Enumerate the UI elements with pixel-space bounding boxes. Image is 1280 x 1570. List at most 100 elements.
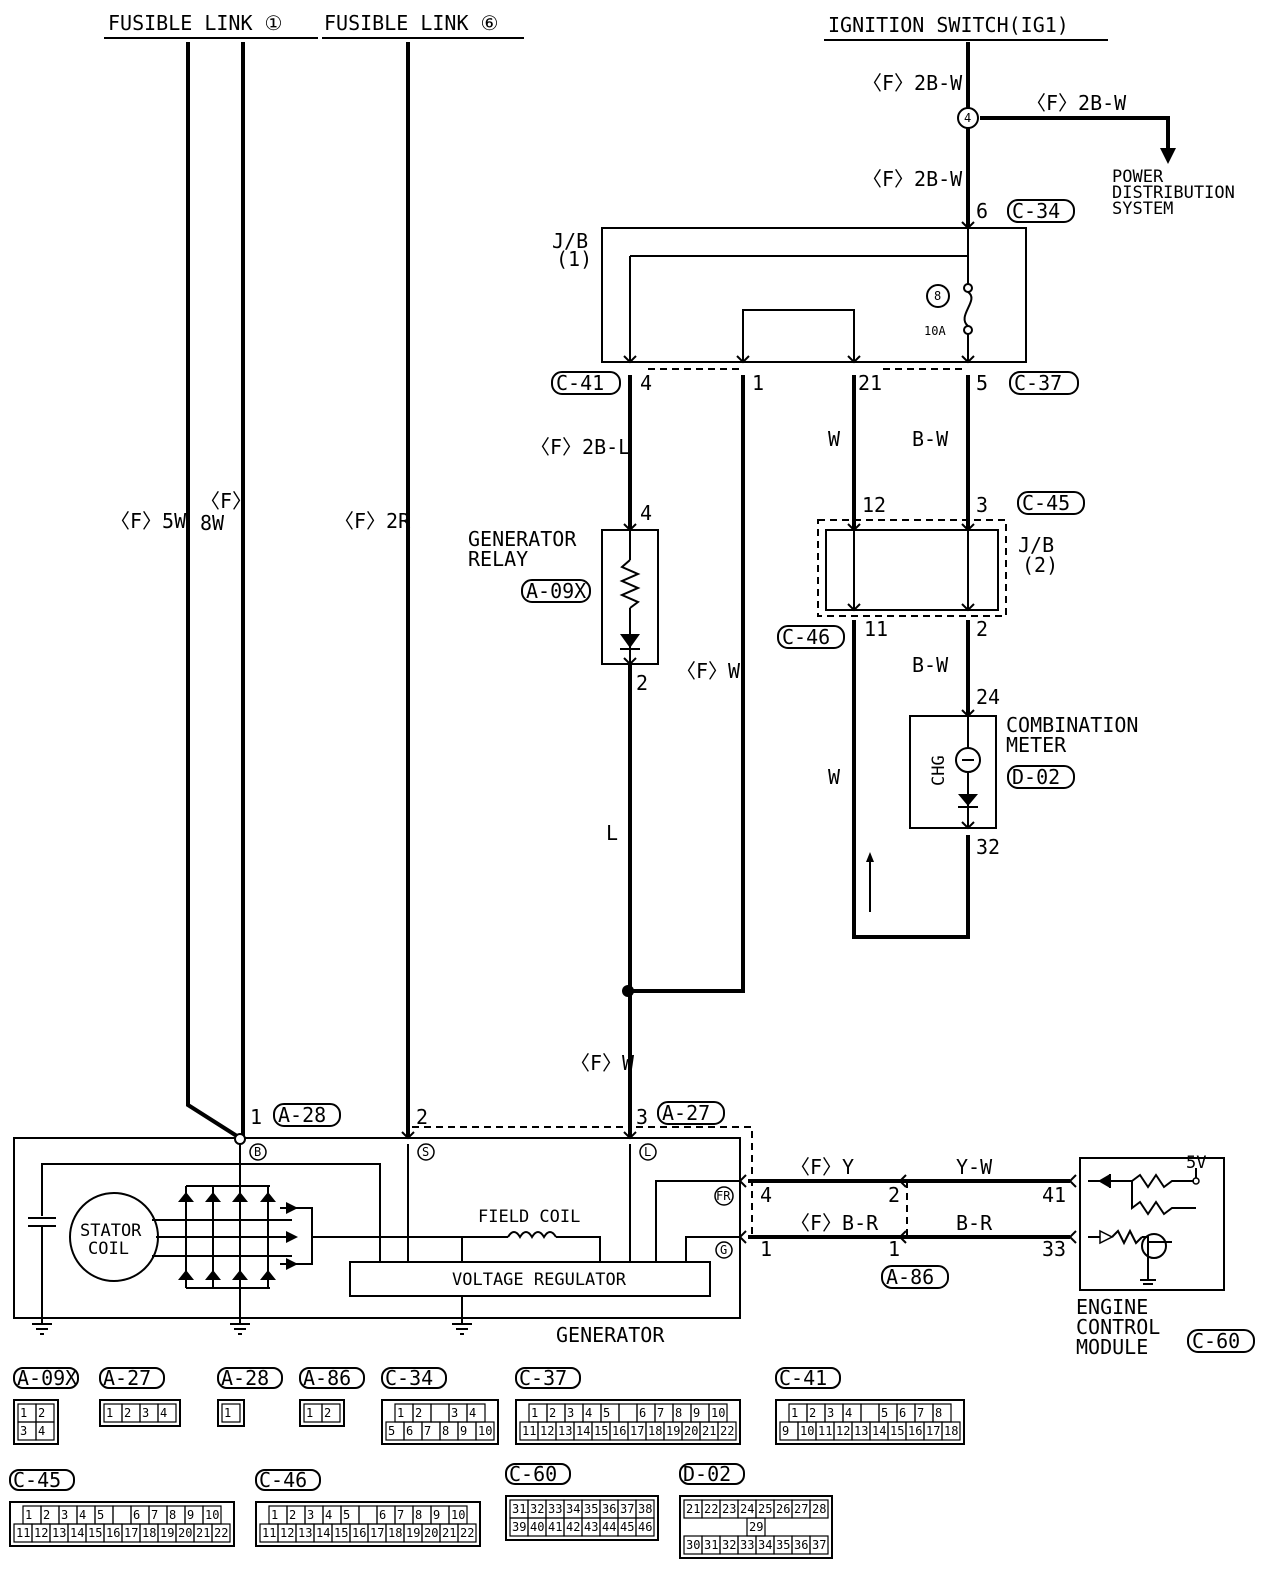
connector-pin-number: 14 [872, 1424, 886, 1438]
connector-pin-number: 33 [548, 1502, 562, 1516]
connector-tag-c60: C-60 [1187, 1329, 1255, 1353]
connector-pin-number: 18 [944, 1424, 958, 1438]
pin-a28-1: 1 [250, 1105, 262, 1129]
connector-pin-number: 13 [854, 1424, 868, 1438]
wire-y-w: Y-W [956, 1155, 993, 1179]
fuse-10a: 8 10A [924, 283, 973, 338]
generator-relay: GENERATOR RELAY A-09X [468, 527, 659, 665]
connector-pin [941, 1421, 961, 1441]
svg-text:L: L [644, 1145, 651, 1159]
connector-pin-number: 45 [620, 1520, 634, 1534]
svg-text:COIL: COIL [88, 1239, 129, 1259]
connector-pin [221, 1403, 241, 1423]
pin-arrow [898, 1174, 907, 1188]
pin-a86-1: 1 [888, 1237, 900, 1261]
connector-pin-number: 4 [845, 1406, 852, 1420]
pin-c45-3: 3 [976, 493, 988, 517]
connector-face-label: C-34 [385, 1366, 433, 1390]
connector-pin-number: 3 [451, 1406, 458, 1420]
connector-pin-number: 22 [460, 1526, 474, 1540]
connector-pin-number: 2 [124, 1406, 131, 1420]
connector-pin-number: 2 [43, 1508, 50, 1522]
connector-pin-number: 4 [79, 1508, 86, 1522]
wire-b-r: B-R [956, 1211, 993, 1235]
connector-pin-number: 5 [388, 1424, 395, 1438]
connector-tag-a27: A-27 [657, 1101, 725, 1125]
connector-pin-number: 16 [106, 1526, 120, 1540]
wire-ig-top: 〈F〉2B-W [862, 71, 963, 95]
source-labels: FUSIBLE LINK ① FUSIBLE LINK ⑥ IGNITION S… [104, 11, 1108, 41]
connector-pin-number: 10 [478, 1424, 492, 1438]
connector-pin-number: 39 [512, 1520, 526, 1534]
rectifier-diodes [178, 1164, 462, 1296]
connector-face-label: C-46 [259, 1468, 307, 1492]
connector-pin-number: 41 [548, 1520, 562, 1534]
svg-text:8: 8 [934, 289, 941, 303]
ignition-switch-label: IGNITION SWITCH(IG1) [828, 13, 1069, 37]
field-coil: FIELD COIL [462, 1207, 601, 1262]
terminal-g: G [715, 1241, 733, 1259]
svg-text:ENGINE: ENGINE [1076, 1295, 1148, 1319]
connector-pin-number: 11 [16, 1526, 30, 1540]
combination-meter: CHG COMBINATION METER D-02 [909, 713, 1138, 829]
wire-l: L [606, 821, 618, 845]
connector-pin-number: 2 [415, 1406, 422, 1420]
junction-block-2: J/B (2) [817, 519, 1058, 617]
svg-text:STATOR: STATOR [80, 1221, 142, 1241]
connector-pin-number: 7 [917, 1406, 924, 1420]
connector-pin-number: 26 [776, 1502, 790, 1516]
pin-jb-1: 1 [752, 371, 764, 395]
connector-face-label: A-86 [303, 1366, 351, 1390]
connector-tag-c45: C-45 [1017, 491, 1085, 515]
pin-arrow [738, 1230, 747, 1244]
connector-pin-number: 25 [758, 1502, 772, 1516]
wire-b-w: B-W [912, 427, 949, 451]
connector-pin-number: 13 [298, 1526, 312, 1540]
connector-pin-number: 1 [306, 1406, 313, 1420]
connector-pin-number: 4 [38, 1424, 45, 1438]
connector-pin-number: 13 [52, 1526, 66, 1540]
svg-text:A-28: A-28 [278, 1103, 326, 1127]
connector-pin-number: 22 [214, 1526, 228, 1540]
connector-pin [321, 1403, 341, 1423]
connector-pin-number: 1 [20, 1406, 27, 1420]
connector-pin-number: 8 [415, 1508, 422, 1522]
connector-pin [618, 1403, 638, 1423]
connector-pin-number: 21 [442, 1526, 456, 1540]
connector-tag-a28: A-28 [273, 1103, 341, 1127]
connector-pin-number: 21 [702, 1424, 716, 1438]
pin-c46-2: 2 [976, 617, 988, 641]
connector-pin-number: 11 [262, 1526, 276, 1540]
svg-text:D-02: D-02 [1012, 765, 1060, 789]
wire-8w-prefix: 〈F〉 [200, 489, 252, 513]
connector-pin-number: 1 [224, 1406, 231, 1420]
connector-pin-number: 7 [397, 1508, 404, 1522]
connector-pin-number: 27 [794, 1502, 808, 1516]
connector-pin-number: 2 [324, 1406, 331, 1420]
connector-pin-number: 9 [460, 1424, 467, 1438]
pin-meter-24: 24 [976, 685, 1000, 709]
connector-pin-number: 20 [424, 1526, 438, 1540]
wire-2b-l: 〈F〉2B-L [530, 435, 630, 459]
connector-pin-number: 5 [881, 1406, 888, 1420]
connector-pin-number: 9 [187, 1508, 194, 1522]
connector-pin-number: 11 [818, 1424, 832, 1438]
connector-pin [635, 1517, 655, 1537]
svg-text:FIELD COIL: FIELD COIL [478, 1207, 580, 1227]
pin-a86-2: 2 [888, 1183, 900, 1207]
connector-face-label: C-37 [519, 1366, 567, 1390]
connector-pin [211, 1523, 231, 1543]
connector-pin-number: 36 [794, 1538, 808, 1552]
generator-label: GENERATOR [556, 1323, 665, 1347]
connector-pin-number: 12 [836, 1424, 850, 1438]
connector-pin-number: 15 [88, 1526, 102, 1540]
wire-5w: 〈F〉5W [110, 509, 187, 533]
chg-label: CHG [929, 755, 949, 786]
connector-pin-number: 19 [160, 1526, 174, 1540]
connector-pin-number: 7 [151, 1508, 158, 1522]
pin-meter-32: 32 [976, 835, 1000, 859]
connector-pin-number: 8 [169, 1508, 176, 1522]
wire-f-w-mid: 〈F〉W [676, 659, 741, 683]
